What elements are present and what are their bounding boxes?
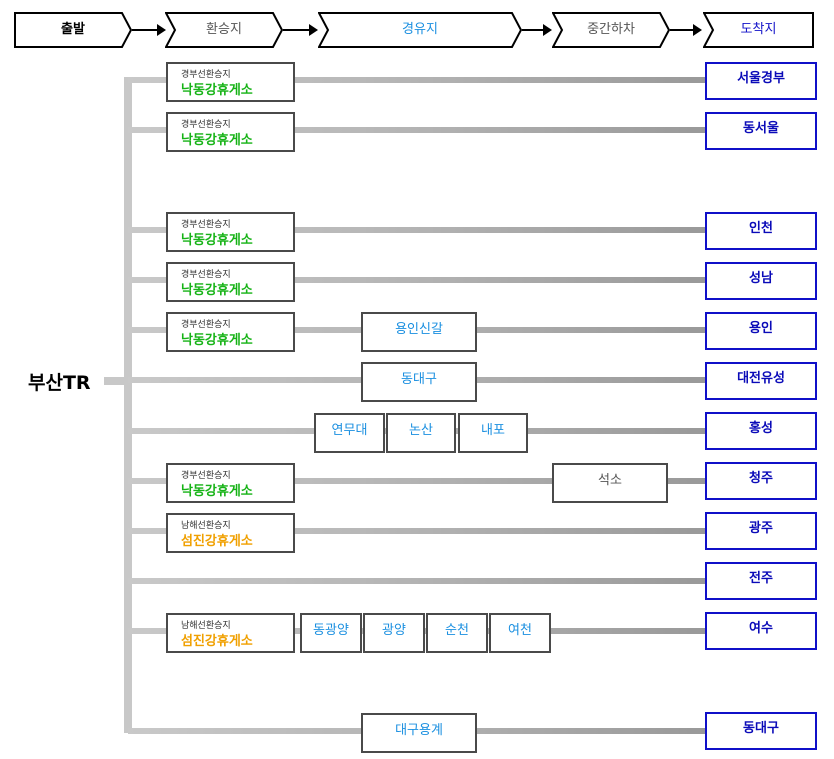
header-destination-label: 도착지 bbox=[740, 22, 777, 37]
destination-box: 전주 bbox=[705, 562, 817, 600]
transfer-box: 경부선환승지 낙동강휴게소 bbox=[166, 463, 295, 503]
transfer-line-label: 경부선환승지 bbox=[181, 270, 231, 280]
via-stop: 광양 bbox=[363, 613, 425, 653]
drop-off-stop: 석소 bbox=[552, 463, 668, 503]
transfer-line-label: 경부선환승지 bbox=[181, 120, 231, 130]
transfer-name: 낙동강휴게소 bbox=[181, 233, 253, 248]
transfer-name: 낙동강휴게소 bbox=[181, 83, 253, 98]
transfer-line-label: 경부선환승지 bbox=[181, 471, 231, 481]
header-start: 출발 bbox=[14, 12, 132, 48]
destination-box: 청주 bbox=[705, 462, 817, 500]
header-arrow bbox=[522, 29, 544, 31]
destination-box: 성남 bbox=[705, 262, 817, 300]
via-stop: 여천 bbox=[489, 613, 551, 653]
transfer-name: 낙동강휴게소 bbox=[181, 133, 253, 148]
via-stop: 동대구 bbox=[361, 362, 477, 402]
transfer-name: 낙동강휴게소 bbox=[181, 283, 253, 298]
route-line bbox=[128, 478, 705, 484]
via-stop: 용인신갈 bbox=[361, 312, 477, 352]
destination-box: 동대구 bbox=[705, 712, 817, 750]
destination-box: 인천 bbox=[705, 212, 817, 250]
route-line bbox=[128, 528, 705, 534]
header-arrow bbox=[132, 29, 158, 31]
header-drop-off-label: 중간하차 bbox=[587, 22, 635, 37]
header-transfer-label: 환승지 bbox=[206, 22, 242, 37]
destination-box: 홍성 bbox=[705, 412, 817, 450]
header-destination: 도착지 bbox=[703, 12, 814, 48]
chevron-shape bbox=[14, 12, 132, 48]
origin-label: 부산TR bbox=[28, 372, 91, 394]
destination-box: 여수 bbox=[705, 612, 817, 650]
transfer-name: 섬진강휴게소 bbox=[181, 534, 253, 549]
header-arrowhead bbox=[309, 24, 318, 36]
header-arrow bbox=[670, 29, 694, 31]
transfer-box: 경부선환승지 낙동강휴게소 bbox=[166, 262, 295, 302]
route-line bbox=[128, 578, 705, 584]
via-stop: 대구용계 bbox=[361, 713, 477, 753]
destination-box: 서울경부 bbox=[705, 62, 817, 100]
transfer-line-label: 경부선환승지 bbox=[181, 220, 231, 230]
via-stop: 연무대 bbox=[314, 413, 385, 453]
via-stop: 논산 bbox=[386, 413, 456, 453]
transfer-name: 낙동강휴게소 bbox=[181, 484, 253, 499]
header-arrowhead bbox=[157, 24, 166, 36]
via-stop: 동광양 bbox=[300, 613, 362, 653]
header-start-label: 출발 bbox=[61, 22, 85, 37]
header-arrowhead bbox=[543, 24, 552, 36]
transfer-name: 섬진강휴게소 bbox=[181, 634, 253, 649]
route-line bbox=[128, 227, 705, 233]
header-drop-off: 중간하차 bbox=[552, 12, 670, 48]
transfer-box: 남해선환승지 섬진강휴게소 bbox=[166, 513, 295, 553]
via-stop: 순천 bbox=[426, 613, 488, 653]
destination-box: 동서울 bbox=[705, 112, 817, 150]
route-line bbox=[128, 277, 705, 283]
transfer-line-label: 남해선환승지 bbox=[181, 621, 231, 631]
transfer-box: 경부선환승지 낙동강휴게소 bbox=[166, 112, 295, 152]
transfer-box: 남해선환승지 섬진강휴게소 bbox=[166, 613, 295, 653]
route-line bbox=[128, 77, 705, 83]
transfer-name: 낙동강휴게소 bbox=[181, 333, 253, 348]
route-trunk bbox=[124, 77, 132, 733]
chevron-shape bbox=[552, 12, 670, 48]
transfer-line-label: 경부선환승지 bbox=[181, 320, 231, 330]
transfer-line-label: 경부선환승지 bbox=[181, 70, 231, 80]
chevron-shape bbox=[703, 12, 814, 48]
destination-box: 대전유성 bbox=[705, 362, 817, 400]
header-via-label: 경유지 bbox=[402, 22, 438, 37]
via-stop: 내포 bbox=[458, 413, 528, 453]
destination-box: 광주 bbox=[705, 512, 817, 550]
route-line bbox=[128, 127, 705, 133]
transfer-box: 경부선환승지 낙동강휴게소 bbox=[166, 62, 295, 102]
header-via: 경유지 bbox=[318, 12, 522, 48]
header-arrowhead bbox=[693, 24, 702, 36]
chevron-shape bbox=[165, 12, 283, 48]
transfer-line-label: 남해선환승지 bbox=[181, 521, 231, 531]
header-transfer: 환승지 bbox=[165, 12, 283, 48]
chevron-shape bbox=[318, 12, 522, 48]
transfer-box: 경부선환승지 낙동강휴게소 bbox=[166, 212, 295, 252]
destination-box: 용인 bbox=[705, 312, 817, 350]
transfer-box: 경부선환승지 낙동강휴게소 bbox=[166, 312, 295, 352]
header-arrow bbox=[283, 29, 310, 31]
origin-connector bbox=[104, 377, 128, 385]
